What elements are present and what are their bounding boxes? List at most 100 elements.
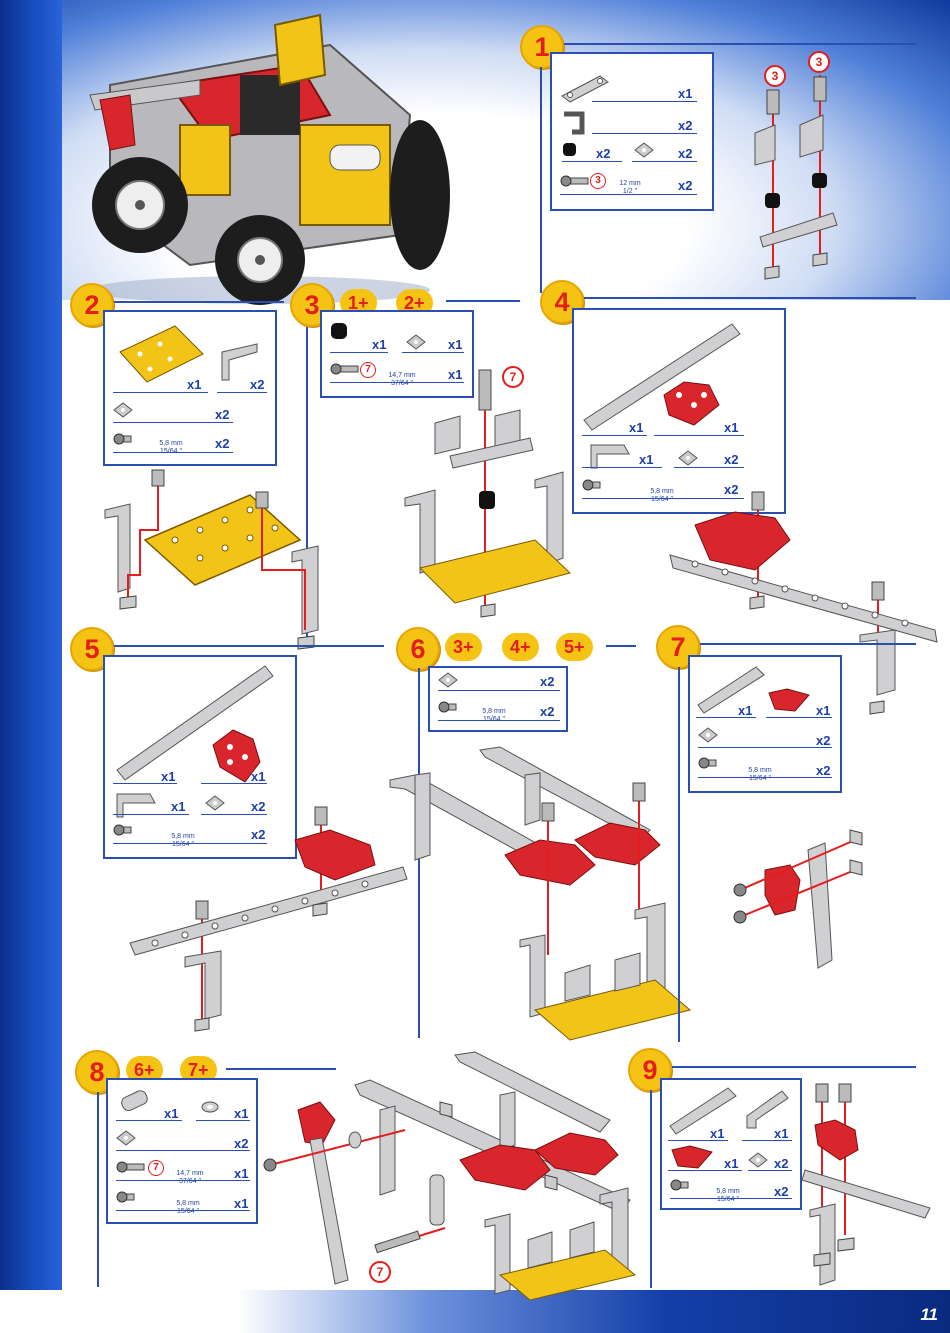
step-1-callout-b: 3 bbox=[808, 51, 830, 73]
underline bbox=[668, 1170, 742, 1171]
underline bbox=[113, 392, 208, 393]
short-strip-icon bbox=[669, 1087, 737, 1135]
step-8-qty-nut: x2 bbox=[234, 1136, 249, 1151]
step-1-qty-bracket: x2 bbox=[678, 118, 693, 133]
left-blue-border bbox=[0, 0, 62, 1333]
underline bbox=[402, 352, 464, 353]
underline bbox=[562, 161, 622, 162]
nut-part-icon bbox=[698, 727, 718, 743]
underline bbox=[592, 133, 697, 134]
step-2-qty-bracket: x2 bbox=[250, 377, 265, 392]
step-8-assembly-diagram bbox=[263, 1051, 637, 1301]
step-6-prereq-2: 4+ bbox=[502, 633, 539, 661]
underline bbox=[438, 690, 560, 691]
nut-part-icon bbox=[678, 450, 698, 466]
step-7-qty-nut: x2 bbox=[816, 733, 831, 748]
step-1-qty-spacer: x2 bbox=[596, 146, 611, 161]
underline bbox=[632, 161, 697, 162]
underline bbox=[674, 467, 744, 468]
step-1-qty-strip: x1 bbox=[678, 86, 693, 101]
screw-part-icon bbox=[560, 175, 589, 187]
nut-part-icon bbox=[205, 795, 225, 811]
step-5-divider bbox=[114, 645, 384, 647]
step-6-prereq-1: 3+ bbox=[445, 633, 482, 661]
underline bbox=[113, 814, 189, 815]
step-5-qty-bracket: x1 bbox=[171, 799, 186, 814]
screw-part-icon bbox=[582, 479, 601, 491]
red-flat-plate-icon bbox=[663, 381, 720, 426]
underline bbox=[113, 843, 267, 844]
step-7-left-rule bbox=[678, 667, 680, 1042]
underline bbox=[116, 1180, 250, 1181]
step-1-qty-nut: x2 bbox=[678, 146, 693, 161]
step-6-assembly-diagram bbox=[389, 746, 692, 1041]
step-3-divider bbox=[446, 300, 520, 302]
underline bbox=[113, 422, 233, 423]
step-1-callout-a: 3 bbox=[764, 65, 786, 87]
screw-part-icon bbox=[698, 757, 717, 769]
step-7-assembly-diagram bbox=[733, 829, 863, 969]
step-1-divider bbox=[564, 43, 916, 45]
underline bbox=[668, 1140, 728, 1141]
step-9-qty-nut: x2 bbox=[774, 1156, 789, 1171]
screw-part-icon bbox=[116, 1191, 135, 1203]
underline bbox=[696, 717, 756, 718]
step-1-qty-screw: x2 bbox=[678, 178, 693, 193]
step-8-ref-circle: 7 bbox=[148, 1160, 164, 1176]
step-5-qty-nut: x2 bbox=[251, 799, 266, 814]
screw-part-icon bbox=[330, 363, 359, 375]
strip-part-icon bbox=[561, 75, 609, 103]
underline bbox=[201, 783, 267, 784]
step-8-qty-pivot: x1 bbox=[164, 1106, 179, 1121]
underline bbox=[748, 1170, 792, 1171]
step-6-badge: 6 bbox=[396, 627, 440, 671]
underline bbox=[217, 392, 267, 393]
red-triangle-plate-icon bbox=[768, 688, 810, 712]
underline bbox=[330, 382, 464, 383]
underline bbox=[438, 720, 560, 721]
step-3-qty-spacer: x1 bbox=[372, 337, 387, 352]
angle-bracket-icon bbox=[116, 793, 156, 818]
step-4-qty-screw: x2 bbox=[724, 482, 739, 497]
step-6-divider bbox=[606, 645, 636, 647]
underline bbox=[742, 1140, 792, 1141]
angle-bracket-icon bbox=[564, 111, 585, 135]
step-3-qty-nut: x1 bbox=[448, 337, 463, 352]
underline bbox=[698, 777, 832, 778]
underline bbox=[113, 783, 177, 784]
step-2-right-rule bbox=[306, 305, 308, 645]
angle-bracket-icon bbox=[590, 444, 630, 469]
step-2-qty-plate: x1 bbox=[187, 377, 202, 392]
step-6-prereq-3: 5+ bbox=[556, 633, 593, 661]
step-8-qty-screw: x1 bbox=[234, 1196, 249, 1211]
step-8-qty-washer: x1 bbox=[234, 1106, 249, 1121]
screw-part-icon bbox=[670, 1179, 689, 1191]
washer-icon bbox=[201, 1101, 219, 1113]
underline bbox=[654, 435, 744, 436]
red-flat-plate-icon bbox=[212, 729, 261, 783]
screw-part-icon bbox=[113, 433, 132, 445]
flat-plate-icon bbox=[119, 325, 204, 383]
step-3-ref-circle: 7 bbox=[360, 362, 376, 378]
bottom-blue-border bbox=[0, 1290, 950, 1333]
underline bbox=[113, 452, 233, 453]
step-7-qty-red-plate: x1 bbox=[816, 703, 831, 718]
step-5-qty-red-plate: x1 bbox=[251, 769, 266, 784]
step-5-qty-screw: x2 bbox=[251, 827, 266, 842]
angle-bracket-icon bbox=[746, 1090, 789, 1129]
screw-part-icon bbox=[438, 701, 457, 713]
step-8-left-rule bbox=[97, 1092, 99, 1287]
step-6-qty-nut: x2 bbox=[540, 674, 555, 689]
angle-bracket-icon bbox=[221, 343, 258, 381]
